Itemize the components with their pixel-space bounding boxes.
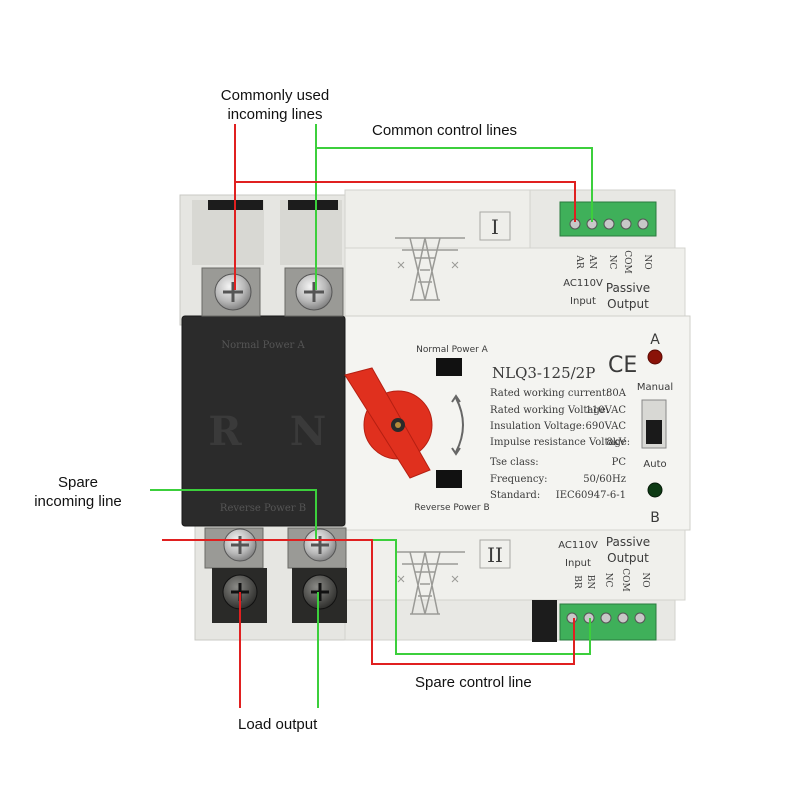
contact-label-nc-top: NC [607,255,617,270]
ce-mark: CE [608,353,637,378]
cover-phase-r: R [208,408,242,455]
input-voltage-top: AC110V [563,278,603,289]
contact-label-nc-bottom: NC [603,573,613,588]
tower-icon-top [395,237,465,301]
cover-normal-power-label: Normal Power A [221,340,305,351]
control-terminal-block-bottom [532,600,657,642]
callout-load-output: Load output [238,716,318,733]
indicator-a-label: A [650,332,660,348]
common-control-green-wire [316,147,593,222]
common-control-red-wire [235,181,576,222]
spec-label: Impulse resistance Voltage: [490,437,630,448]
callout-line: incoming line [34,493,122,510]
top-module-labels: AR AN AC110V Input NC COM NO Passive Out… [563,250,652,311]
contact-label-no-top: NO [642,254,652,269]
callout-common-control-lines: Common control lines [372,122,518,139]
module-badge-bottom [479,539,511,569]
contact-label-no-bottom: NO [640,572,650,587]
window-label-reverse: Reverse Power B [414,503,489,513]
callout-commonly-used-incoming-lines: Commonly used incoming lines [205,86,345,124]
input-label-bottom: Input [565,558,591,569]
callout-line: Commonly used [220,87,330,104]
input-voltage-bottom: AC110V [558,540,598,551]
module-number-top: I [491,215,499,239]
spec-label: Insulation Voltage: [490,421,585,432]
reverse-power-window [436,470,462,488]
spare-incoming-green-wire [150,489,317,540]
spec-value: 8kV [606,437,626,448]
terminal-label-ar: AR [574,254,584,268]
input-label-top: Input [570,296,596,307]
passive-label-bottom: Passive [606,535,650,549]
spec-value: 50/60Hz [583,474,626,485]
module-number-bottom: II [487,543,503,567]
rotary-handle[interactable] [344,367,433,479]
model-number: NLQ3-125/2P [492,364,595,382]
passive-label-top: Passive [606,281,650,295]
contact-label-com-bottom: COM [620,568,630,591]
terminal-label-an: AN [587,254,597,269]
spec-value: 690VAC [585,421,626,432]
rotation-arrow-icon [455,397,464,453]
spec-label: Frequency: [490,474,547,485]
incoming-terminals-common [201,267,344,317]
output-label-top: Output [607,297,649,311]
contact-label-com-top: COM [622,250,632,273]
bottom-module-labels: AC110V Input BR BN Passive Output NC COM… [558,535,650,592]
callout-line: incoming lines [227,106,323,123]
spec-label: Rated working current: [490,388,609,399]
mode-auto-label: Auto [643,459,666,470]
indicator-a-light [647,349,663,365]
module-badge-top [479,211,511,241]
spec-value: IEC60947-6-1 [556,490,626,501]
callout-spare-control-line: Spare control line [415,674,532,691]
wiring-overlay [150,124,593,708]
spec-label: Rated working Voltage: [490,405,609,416]
output-label-bottom: Output [607,551,649,565]
spec-value: 110VAC [585,405,626,416]
cover-reverse-power-label: Reverse Power B [220,503,306,514]
normal-power-window [436,358,462,376]
callout-spare-incoming-line: Spare incoming line [22,473,134,511]
spare-control-red-wire [240,539,575,665]
spec-label: Tse class: [490,457,539,468]
indicator-b-label: B [650,510,660,526]
mode-manual-label: Manual [637,382,673,393]
switch-slider[interactable] [646,420,662,444]
spec-value: PC [612,457,627,468]
spec-list: Rated working current: 80A Rated working… [490,388,630,501]
spec-label: Standard: [490,490,540,501]
callout-line: Spare [57,474,99,491]
tower-icon-bottom [395,551,465,615]
terminal-label-br: BR [572,575,582,589]
terminal-label-bn: BN [585,575,595,590]
spec-value: 80A [606,388,627,399]
cover-phase-n: N [290,408,327,455]
window-label-normal: Normal Power A [416,345,488,355]
indicator-b-light [647,482,663,498]
